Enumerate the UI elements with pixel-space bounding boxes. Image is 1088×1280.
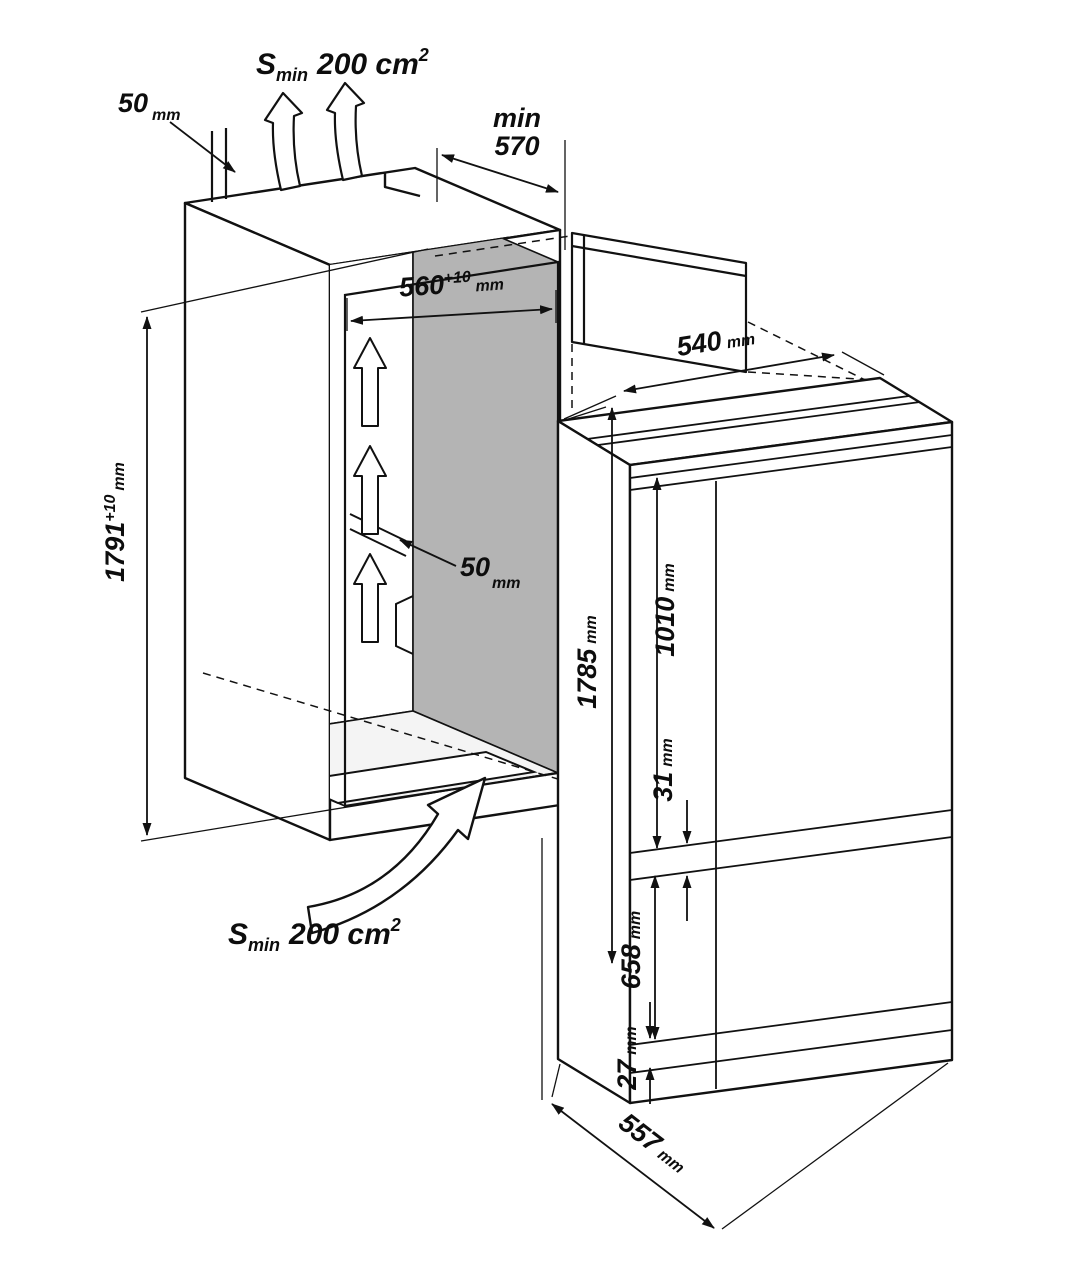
dim-niche-height: 1791+10mm (100, 248, 561, 842)
airflow-arrow (353, 553, 387, 643)
top-vent-notch (383, 172, 421, 198)
dim-bottom-gap-label: 27mm (612, 1026, 642, 1091)
floor-vent-slot (330, 750, 538, 805)
plinth-line (629, 1029, 953, 1074)
top-vent-arrow-1 (263, 91, 304, 192)
top-vent-arrow-2 (325, 81, 366, 182)
dim-rear-clearance: 50mm (399, 539, 521, 592)
bottom-vent-arrow (306, 776, 487, 935)
label-rear-clearance: 50mm (460, 552, 521, 592)
appliance-left-face (556, 419, 632, 1105)
airflow-arrow (353, 337, 387, 427)
appliance (556, 376, 954, 1105)
rear-channel-step (395, 595, 414, 655)
airflow-arrow (353, 445, 387, 535)
dim-upper-door-height-label: 1010mm (650, 563, 680, 657)
appliance-front-face (628, 420, 954, 1105)
dim-appliance-depth-label: 557mm (613, 1107, 694, 1179)
dim-lower-door-height: 658mm (616, 875, 660, 1040)
dim-appliance-height: 1785mm (561, 406, 617, 964)
leader-top-clearance (169, 121, 236, 173)
dim-niche-height-label: 1791+10mm (100, 462, 130, 582)
dim-bottom-gap: 27mm (612, 1002, 655, 1104)
top-vent-arrows (263, 81, 366, 192)
niche (330, 230, 560, 808)
niche-airflow-arrows (353, 337, 387, 643)
wall-spacer (210, 128, 228, 202)
dim-lower-door-height-label: 658mm (616, 911, 646, 990)
dim-appliance-height-label: 1785mm (572, 615, 602, 709)
dim-upper-door-height: 1010mm (650, 477, 680, 849)
door-gap-lines (629, 809, 953, 881)
dim-door-gap-label: 31mm (648, 738, 678, 802)
dim-door-gap: 31mm (648, 738, 692, 921)
cabinet-left-face (183, 201, 332, 842)
appliance-detail-lines (586, 395, 953, 1089)
freezer-door-bottom-line (629, 1001, 953, 1046)
